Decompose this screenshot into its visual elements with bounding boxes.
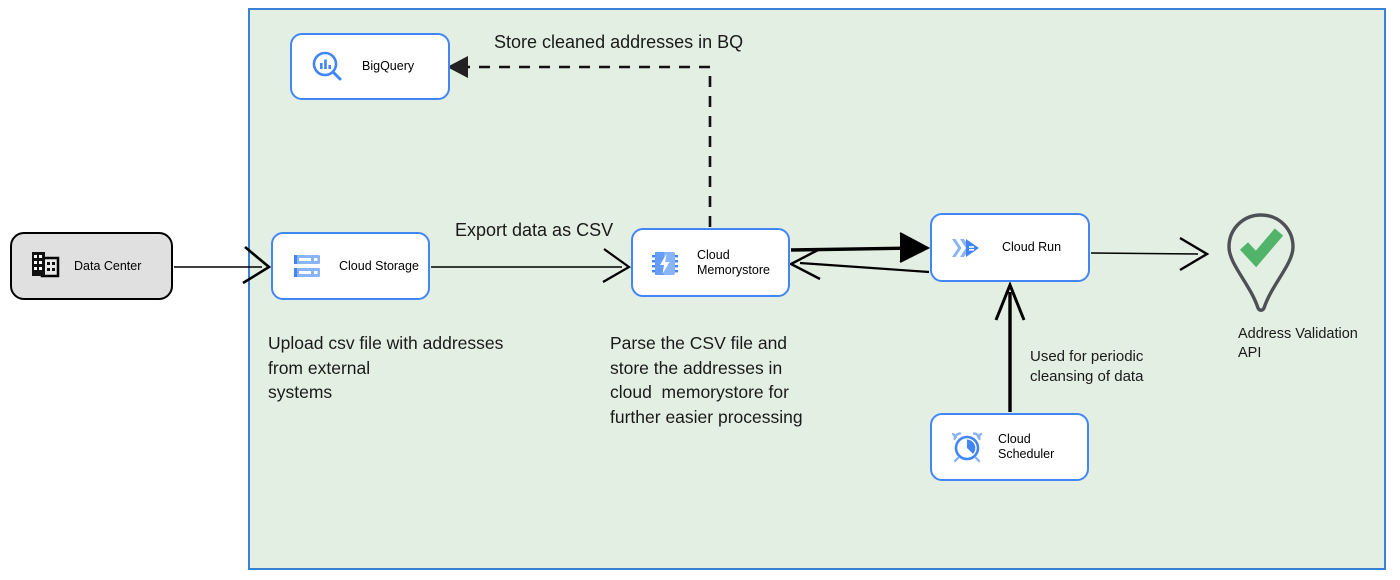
edge-memorystore-to-cloudrun <box>790 232 931 263</box>
datacenter-building-icon <box>30 250 60 283</box>
node-label-bigquery: BigQuery <box>362 59 415 73</box>
cloud-run-icon <box>948 232 984 264</box>
cloud-boundary-container <box>248 8 1386 570</box>
location-pin-check-icon <box>1227 213 1295 312</box>
node-label-cloud-memorystore: Cloud Memorystore <box>697 247 770 277</box>
node-address-validation-api[interactable] <box>1222 210 1300 320</box>
edge-label-store-in-bq: Store cleaned addresses in BQ <box>494 32 744 52</box>
cloud-scheduler-icon <box>950 430 984 464</box>
caption-parse-csv: Parse the CSV file and store the address… <box>610 333 803 427</box>
edge-cloudrun-to-address-api <box>1090 236 1210 272</box>
node-cloud-scheduler[interactable]: Cloud Scheduler <box>930 413 1089 481</box>
node-bigquery[interactable]: BigQuery <box>290 33 450 100</box>
caption-upload-csv: Upload csv file with addresses from exte… <box>268 333 504 402</box>
node-label-cloud-storage: Cloud Storage <box>339 258 419 273</box>
node-label-cloud-run: Cloud Run <box>1002 240 1062 254</box>
cloud-memorystore-icon <box>649 247 681 279</box>
node-label-data-center: Data Center <box>74 259 142 273</box>
edge-cloudrun-to-memorystore <box>788 248 930 281</box>
bigquery-icon <box>310 50 344 84</box>
edge-memorystore-to-bigquery <box>447 56 712 227</box>
edge-storage-to-memorystore <box>431 248 632 283</box>
node-label-cloud-scheduler: Cloud Scheduler <box>998 432 1055 461</box>
cloud-storage-icon <box>291 250 323 282</box>
node-cloud-run[interactable]: Cloud Run <box>930 213 1090 282</box>
edge-scheduler-to-cloudrun <box>994 280 1026 412</box>
node-data-center[interactable]: Data Center <box>10 232 173 300</box>
node-cloud-memorystore[interactable]: Cloud Memorystore <box>631 228 790 297</box>
label-address-validation-api: Address Validation API <box>1238 326 1358 361</box>
edge-label-export-csv: Export data as CSV <box>455 220 614 240</box>
node-cloud-storage[interactable]: Cloud Storage <box>271 232 430 300</box>
edge-datacenter-to-storage <box>174 246 272 285</box>
edge-label-periodic-cleansing: Used for periodic cleansing of data <box>1030 348 1144 385</box>
